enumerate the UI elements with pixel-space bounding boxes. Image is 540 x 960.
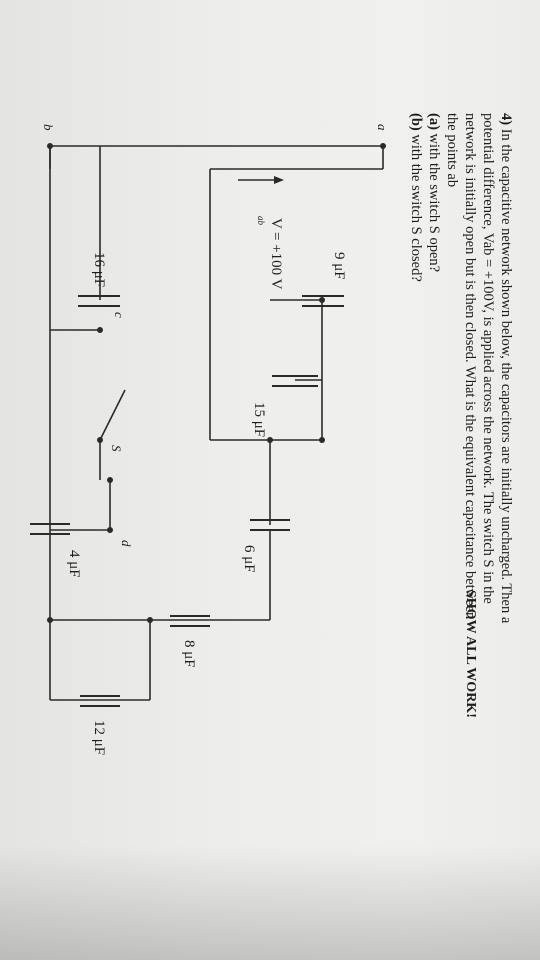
- switch-pivot-dot: [97, 437, 103, 443]
- node-c15-dot: [267, 437, 273, 443]
- node-d-label: d: [119, 540, 134, 547]
- node-a-dot: [380, 143, 386, 149]
- vab-subscript: ab: [256, 216, 266, 226]
- cap-9uf-label: 9 μF: [331, 252, 347, 280]
- node-a-label: a: [375, 124, 390, 131]
- cap-4uf-label: 4 μF: [66, 550, 82, 578]
- cap-16uf-label: 16 μF: [91, 252, 107, 287]
- switch-blade: [99, 389, 126, 441]
- switch-label: S: [109, 445, 124, 452]
- node-parallel-right-dot: [319, 437, 325, 443]
- cap-8uf-label: 8 μF: [181, 640, 197, 668]
- vab-value: = +100 V: [268, 232, 284, 290]
- cap-12uf-label: 12 μF: [91, 720, 107, 755]
- node-8uf-dot: [147, 617, 153, 623]
- node-b-label: b: [41, 124, 56, 131]
- vab-arrow-head: [274, 176, 284, 184]
- node-bottom-right-dot: [47, 617, 53, 623]
- node-c-label: c: [112, 312, 127, 318]
- cap-15uf-label: 15 μF: [251, 402, 267, 437]
- cap-6uf-label: 6 μF: [241, 545, 257, 573]
- node-parallel-left-dot: [319, 297, 325, 303]
- vab-symbol: V: [268, 218, 284, 229]
